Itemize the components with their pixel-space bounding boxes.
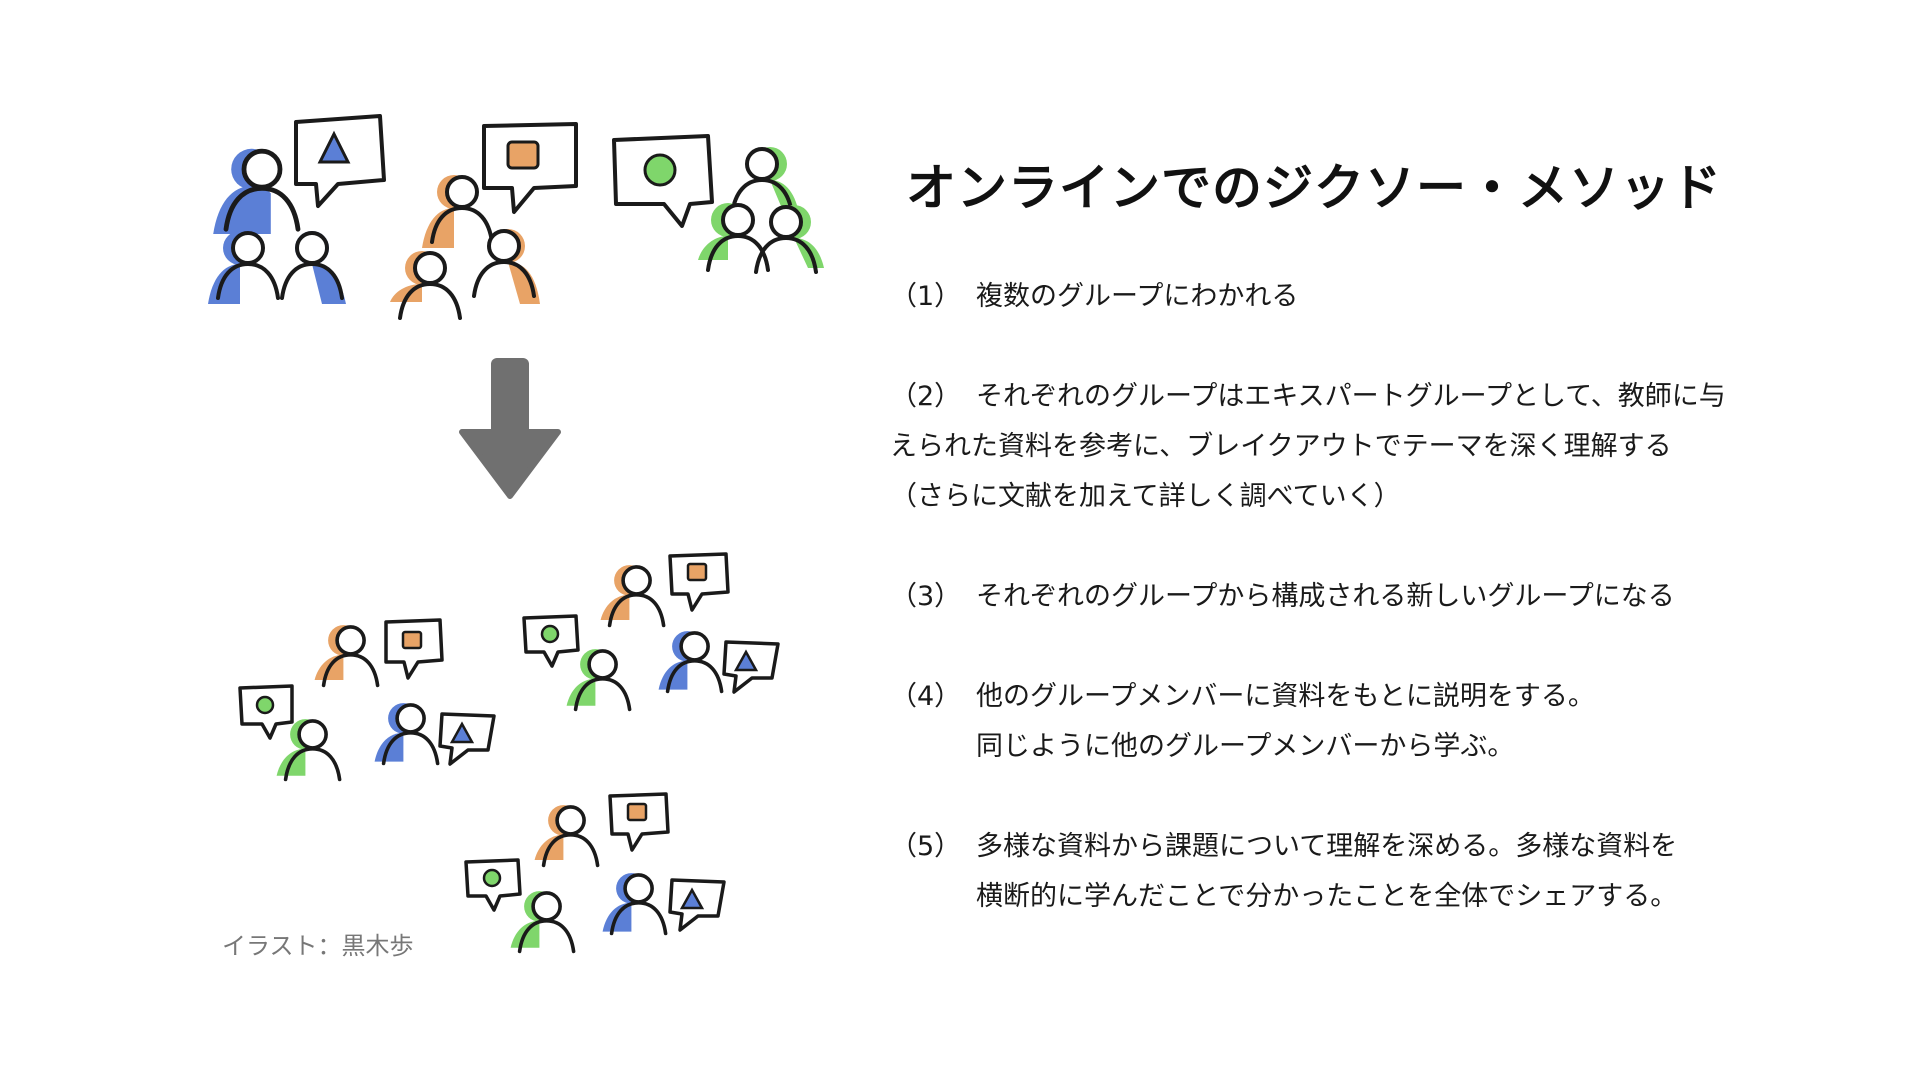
- step-number: （2）: [890, 381, 962, 412]
- down-arrow-icon: [459, 358, 561, 499]
- step-text: それぞれのグループはエキスパートグループとして、教師に与: [976, 381, 1726, 412]
- square-speech-bubble-icon: [608, 792, 670, 852]
- triangle-speech-bubble-icon: [668, 878, 726, 932]
- step-4: （4） 他のグループメンバーに資料をもとに説明をする。 同じように他のグループメ…: [890, 672, 1790, 772]
- step-text-continued: 同じように他のグループメンバーから学ぶ。: [976, 731, 1515, 762]
- step-text: 多様な資料から課題について理解を深める。多様な資料を: [976, 831, 1678, 862]
- step-text-continued: えられた資料を参考に、ブレイクアウトでテーマを深く理解する: [890, 431, 1672, 462]
- jigsaw-group-c: [464, 792, 726, 954]
- step-1: （1） 複数のグループにわかれる: [890, 272, 1790, 322]
- jigsaw-group-a: [238, 618, 496, 782]
- circle-speech-bubble-icon: [464, 858, 522, 912]
- illustration-credit: イラスト：黒木歩: [222, 932, 414, 960]
- expert-group-orange: [390, 122, 578, 320]
- step-number: （1）: [890, 281, 962, 312]
- circle-speech-bubble-icon: [612, 134, 714, 228]
- step-text: 複数のグループにわかれる: [976, 281, 1299, 312]
- circle-speech-bubble-icon: [522, 614, 580, 668]
- step-2: （2） それぞれのグループはエキスパートグループとして、教師に与 えられた資料を…: [890, 372, 1790, 522]
- triangle-speech-bubble-icon: [722, 640, 780, 694]
- step-text-continued: 横断的に学んだことで分かったことを全体でシェアする。: [976, 881, 1678, 912]
- step-number: （3）: [890, 581, 962, 612]
- square-speech-bubble-icon: [384, 618, 444, 680]
- page-title: オンラインでのジクソー・メソッド: [906, 159, 1722, 217]
- step-3: （3） それぞれのグループから構成される新しいグループになる: [890, 572, 1790, 622]
- square-speech-bubble-icon: [482, 122, 578, 214]
- expert-group-green: [612, 134, 824, 274]
- step-number: （4）: [890, 681, 962, 712]
- jigsaw-group-b: [522, 552, 780, 712]
- expert-group-blue: [208, 114, 386, 304]
- circle-speech-bubble-icon: [238, 684, 294, 740]
- step-number: （5）: [890, 831, 962, 862]
- step-text-note: （さらに文献を加えて詳しく調べていく）: [890, 481, 1401, 512]
- jigsaw-illustration: [208, 114, 824, 954]
- step-list: （1） 複数のグループにわかれる （2） それぞれのグループはエキスパートグルー…: [890, 272, 1790, 972]
- step-text: 他のグループメンバーに資料をもとに説明をする。: [976, 681, 1595, 712]
- triangle-speech-bubble-icon: [438, 712, 496, 766]
- step-5: （5） 多様な資料から課題について理解を深める。多様な資料を 横断的に学んだこと…: [890, 822, 1790, 922]
- square-speech-bubble-icon: [668, 552, 730, 612]
- step-text: それぞれのグループから構成される新しいグループになる: [976, 581, 1675, 612]
- triangle-speech-bubble-icon: [294, 114, 386, 208]
